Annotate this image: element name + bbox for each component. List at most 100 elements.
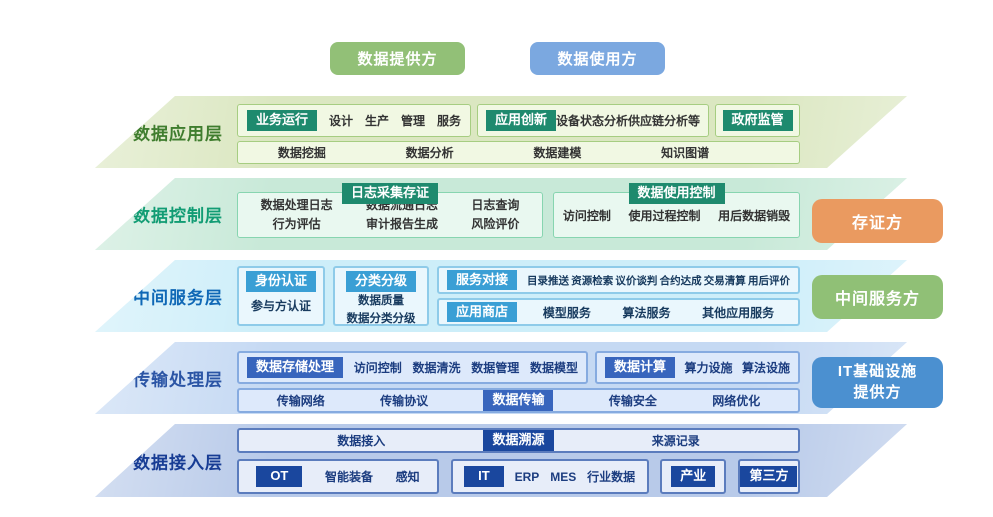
layer-content: 业务运行 设计 生产 管理 服务 应用创新 设备状态分析 供应链分析等 政府监管… xyxy=(237,96,800,168)
item: 来源记录 xyxy=(651,434,700,448)
evidence-party-button: 存证方 xyxy=(812,199,943,243)
log-collection-box: 日志采集存证 数据处理日志 行为评估 数据流通日志 审计报告生成 日志查询 风险… xyxy=(237,192,543,238)
data-consumer-pill: 数据使用方 xyxy=(530,42,665,75)
data-storage-processing-box: 数据存储处理 访问控制 数据清洗 数据管理 数据模型 xyxy=(237,351,588,384)
item: 知识图谱 xyxy=(661,146,710,160)
it-infrastructure-line2: 提供方 xyxy=(853,383,902,401)
item: ERP xyxy=(514,469,540,484)
item: 数据建模 xyxy=(533,146,582,160)
data-computing-badge: 数据计算 xyxy=(605,357,675,378)
service-matching-badge: 服务对接 xyxy=(447,270,517,291)
government-supervision-box: 政府监管 xyxy=(715,104,800,137)
industry-badge: 产业 xyxy=(671,466,715,487)
layer-data-control: 数据控制层 日志采集存证 数据处理日志 行为评估 数据流通日志 审计报告生成 日… xyxy=(95,178,907,250)
item: 行业数据 xyxy=(587,470,636,484)
item: 交易清算 xyxy=(703,274,746,287)
item: 参与方认证 xyxy=(250,298,311,313)
item: 传输协议 xyxy=(380,394,429,408)
item: 风险评价 xyxy=(471,217,520,231)
item: 设备状态分析 xyxy=(556,114,629,128)
item: 服务 xyxy=(436,114,461,128)
item: 供应链分析等 xyxy=(628,114,701,128)
data-transmission-box: 传输网络 传输协议 数据传输 传输安全 网络优化 xyxy=(237,388,800,413)
layer-title-intermediate-service: 中间服务层 xyxy=(133,288,223,308)
data-transmission-badge: 数据传输 xyxy=(483,390,553,411)
item: 合约达成 xyxy=(659,274,702,287)
intermediary-party-button: 中间服务方 xyxy=(812,275,943,319)
layer-content: 数据接入 数据溯源 来源记录 OT 智能装备 感知 IT ERP MES 行业数… xyxy=(237,424,800,497)
item: 目录推送 xyxy=(527,274,570,287)
item: 用后数据销毁 xyxy=(718,208,791,223)
log-collection-badge: 日志采集存证 xyxy=(342,183,438,204)
it-infrastructure-provider-button: IT基础设施 提供方 xyxy=(812,357,943,408)
item: 数据接入 xyxy=(337,434,386,448)
data-storage-processing-badge: 数据存储处理 xyxy=(247,357,343,378)
layer-content: 日志采集存证 数据处理日志 行为评估 数据流通日志 审计报告生成 日志查询 风险… xyxy=(237,178,800,250)
item: 设计 xyxy=(328,114,353,128)
business-operation-badge: 业务运行 xyxy=(247,110,317,131)
item: 传输网络 xyxy=(276,394,325,408)
item: 数据处理日志 xyxy=(260,197,333,212)
item: 数据模型 xyxy=(529,361,578,375)
item: 算法服务 xyxy=(622,305,671,320)
item: 模型服务 xyxy=(542,305,591,320)
identity-authentication-badge: 身份认证 xyxy=(246,271,316,292)
ot-badge: OT xyxy=(256,466,302,487)
identity-authentication-box: 身份认证 参与方认证 xyxy=(237,266,325,326)
third-party-source-box: 第三方 xyxy=(738,459,800,494)
third-party-badge: 第三方 xyxy=(740,466,797,487)
layer-title-transport-processing: 传输处理层 xyxy=(133,370,223,390)
service-matching-box: 服务对接 目录推送 资源检索 议价谈判 合约达成 交易清算 用后评价 xyxy=(437,266,800,294)
item: 传输安全 xyxy=(608,394,657,408)
layer-intermediate-service: 中间服务层 身份认证 参与方认证 分类分级 数据质量 数据分类分级 服务对接 目… xyxy=(95,260,907,332)
business-operation-box: 业务运行 设计 生产 管理 服务 xyxy=(237,104,471,137)
item: 数据分析 xyxy=(405,146,454,160)
it-source-box: IT ERP MES 行业数据 xyxy=(451,459,649,494)
item: 网络优化 xyxy=(712,394,761,408)
item: 智能装备 xyxy=(325,470,374,484)
application-innovation-box: 应用创新 设备状态分析 供应链分析等 xyxy=(477,104,709,137)
item: 数据分类分级 xyxy=(346,313,416,326)
item: 其他应用服务 xyxy=(702,305,775,320)
item: 使用过程控制 xyxy=(628,208,701,223)
layer-transport-processing: 传输处理层 数据存储处理 访问控制 数据清洗 数据管理 数据模型 数据计算 算力… xyxy=(95,342,907,414)
data-tracing-badge: 数据溯源 xyxy=(483,430,553,451)
item: 数据管理 xyxy=(471,361,520,375)
item: 资源检索 xyxy=(571,274,614,287)
industry-source-box: 产业 xyxy=(660,459,726,494)
data-computing-box: 数据计算 算力设施 算法设施 xyxy=(595,351,800,384)
it-infrastructure-line1: IT基础设施 xyxy=(837,363,918,381)
layer-title-data-application: 数据应用层 xyxy=(133,124,223,144)
item: 议价谈判 xyxy=(615,274,658,287)
item: 算力设施 xyxy=(684,361,733,375)
item: 生产 xyxy=(364,114,389,128)
item: 日志查询 xyxy=(471,197,520,212)
app-store-box: 应用商店 模型服务 算法服务 其他应用服务 xyxy=(437,298,800,326)
item: 算法设施 xyxy=(741,361,790,375)
classification-grading-badge: 分类分级 xyxy=(346,271,416,292)
data-capability-box: 数据挖掘 数据分析 数据建模 知识图谱 xyxy=(237,141,800,164)
data-usage-control-box: 数据使用控制 访问控制 使用过程控制 用后数据销毁 xyxy=(553,192,800,238)
item: 访问控制 xyxy=(353,361,402,375)
application-innovation-badge: 应用创新 xyxy=(486,110,556,131)
classification-grading-box: 分类分级 数据质量 数据分类分级 xyxy=(333,266,429,326)
layer-data-access: 数据接入层 数据接入 数据溯源 来源记录 OT 智能装备 感知 IT ERP M… xyxy=(95,424,907,497)
it-badge: IT xyxy=(464,466,504,487)
layer-content: 数据存储处理 访问控制 数据清洗 数据管理 数据模型 数据计算 算力设施 算法设… xyxy=(237,342,800,414)
layer-title-data-control: 数据控制层 xyxy=(133,206,223,226)
layer-title-data-access: 数据接入层 xyxy=(133,453,223,472)
app-store-badge: 应用商店 xyxy=(447,302,517,323)
item: 行为评估 xyxy=(272,217,321,231)
item: 数据质量 xyxy=(358,294,404,307)
item: 管理 xyxy=(400,114,425,128)
layer-content: 身份认证 参与方认证 分类分级 数据质量 数据分类分级 服务对接 目录推送 资源… xyxy=(237,260,800,332)
item: 用后评价 xyxy=(747,274,790,287)
data-tracing-box: 数据接入 数据溯源 来源记录 xyxy=(237,428,800,453)
ot-source-box: OT 智能装备 感知 xyxy=(237,459,439,494)
item: 访问控制 xyxy=(562,208,611,223)
item: 感知 xyxy=(395,470,420,484)
item: 数据清洗 xyxy=(412,361,461,375)
item: 数据挖掘 xyxy=(277,146,326,160)
layer-data-application: 数据应用层 业务运行 设计 生产 管理 服务 应用创新 设备状态分析 供应链分析… xyxy=(95,96,907,168)
